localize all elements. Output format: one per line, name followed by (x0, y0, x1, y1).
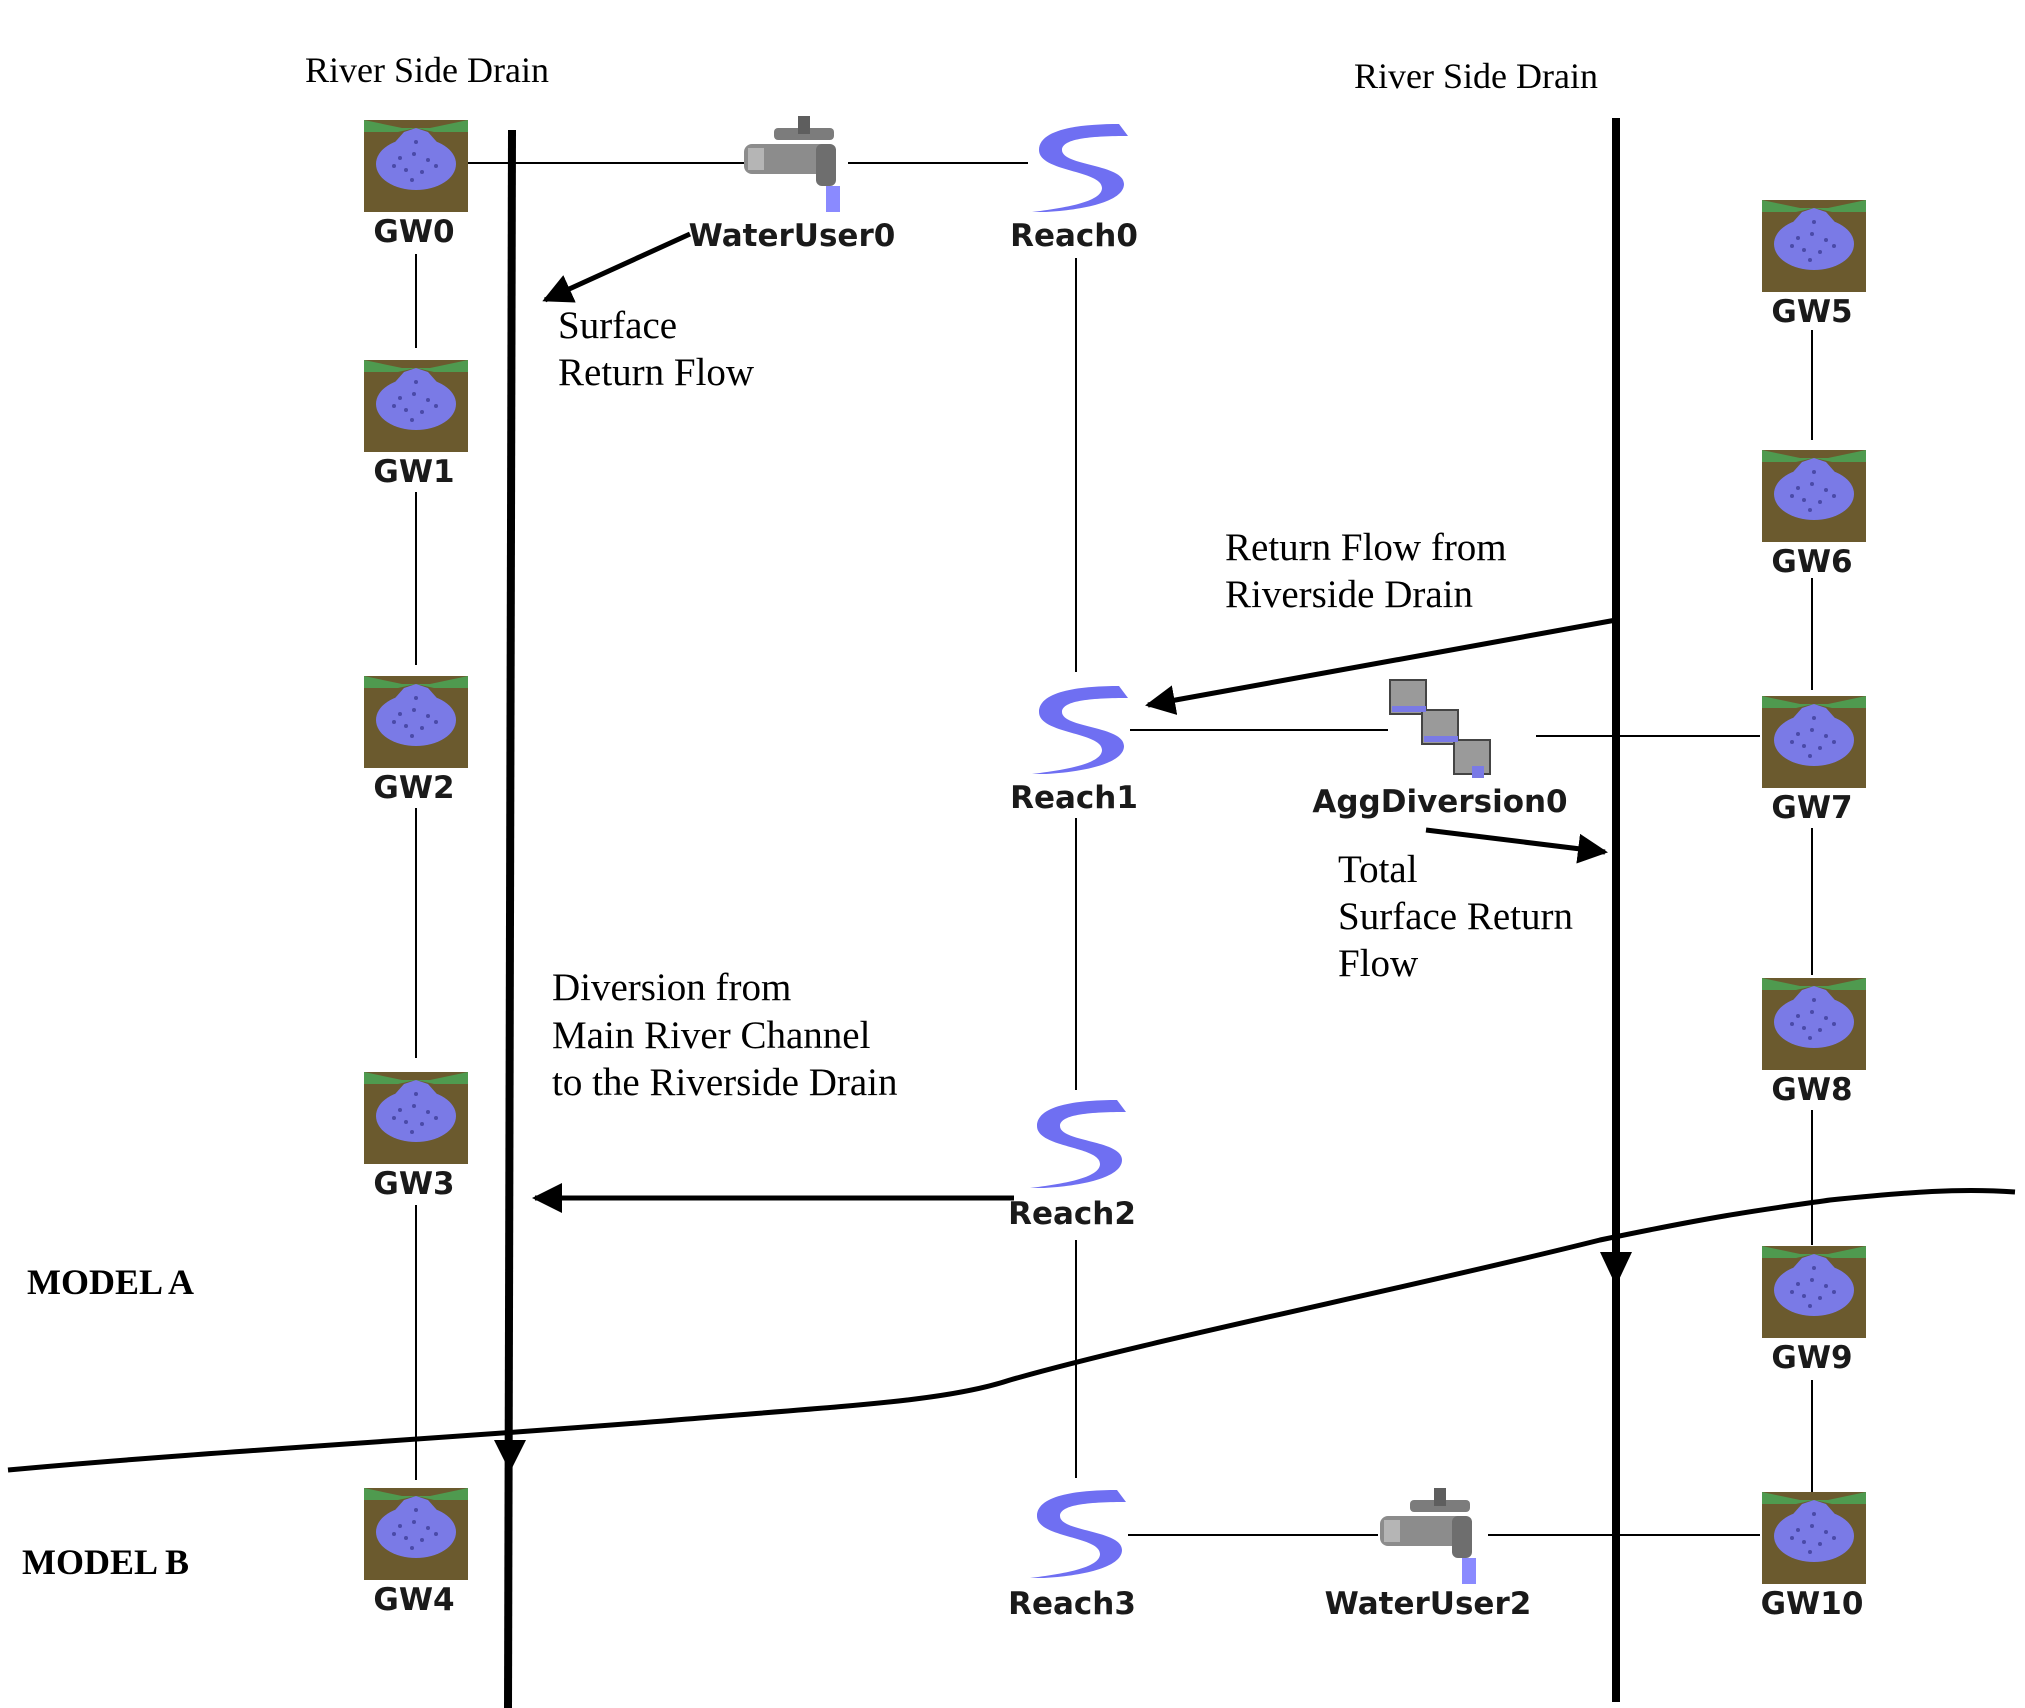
total-surface-return-label: Total Surface Return Flow (1338, 848, 1573, 985)
water-user-node[interactable]: WaterUser2 (1325, 1488, 1532, 1622)
groundwater-storage-icon (364, 1488, 468, 1580)
right-drain-title: River Side Drain (1354, 56, 1598, 96)
groundwater-node[interactable]: GW3 (364, 1072, 468, 1202)
model-b-label: MODEL B (22, 1542, 189, 1582)
svg-text:GW0: GW0 (373, 214, 454, 250)
svg-text:Reach3: Reach3 (1008, 1586, 1136, 1622)
agg-diversion-node[interactable]: AggDiversion0 (1312, 679, 1568, 820)
svg-text:Total: Total (1338, 848, 1418, 891)
svg-text:Surface Return: Surface Return (1338, 895, 1573, 938)
left-drain-arrow (494, 1440, 526, 1472)
groundwater-storage-icon (1762, 200, 1866, 292)
svg-text:GW7: GW7 (1771, 790, 1852, 826)
svg-text:GW9: GW9 (1771, 1340, 1852, 1376)
groundwater-storage-icon (1762, 450, 1866, 542)
groundwater-storage-icon (1762, 696, 1866, 788)
river-reach-icon (1032, 124, 1128, 212)
svg-text:Reach0: Reach0 (1010, 218, 1138, 254)
svg-text:Reach1: Reach1 (1010, 780, 1138, 816)
water-user-node[interactable]: WaterUser0 (689, 116, 896, 254)
groundwater-node[interactable]: GW7 (1762, 696, 1866, 826)
svg-text:Flow: Flow (1338, 942, 1418, 985)
svg-text:Return Flow: Return Flow (558, 351, 754, 394)
svg-text:GW6: GW6 (1771, 544, 1852, 580)
return-flow-drain-arrow (1145, 617, 1617, 715)
groundwater-storage-icon (364, 1072, 468, 1164)
left-drain-title: River Side Drain (305, 50, 549, 90)
right-drain-arrow (1600, 1252, 1632, 1286)
groundwater-node[interactable]: GW9 (1762, 1246, 1866, 1376)
groundwater-storage-icon (364, 360, 468, 452)
svg-text:WaterUser0: WaterUser0 (689, 218, 896, 254)
groundwater-node[interactable]: GW2 (364, 676, 468, 806)
svg-text:GW4: GW4 (373, 1582, 454, 1618)
total-surface-return-arrow (1425, 827, 1608, 864)
svg-text:Return Flow from: Return Flow from (1225, 526, 1507, 569)
svg-text:GW10: GW10 (1761, 1586, 1864, 1622)
model-boundary-line (7, 1187, 2016, 1473)
reach-node[interactable]: Reach0 (1010, 124, 1138, 254)
surface-return-flow-label: Surface Return Flow (558, 304, 754, 394)
groundwater-node[interactable]: GW5 (1762, 200, 1866, 330)
groundwater-node[interactable]: GW10 (1761, 1492, 1866, 1622)
svg-text:GW3: GW3 (373, 1166, 454, 1202)
groundwater-storage-icon (364, 120, 468, 212)
groundwater-node[interactable]: GW6 (1762, 450, 1866, 580)
svg-text:AggDiversion0: AggDiversion0 (1312, 784, 1567, 820)
svg-text:Reach2: Reach2 (1008, 1196, 1136, 1232)
svg-text:GW5: GW5 (1771, 294, 1852, 330)
model-a-label: MODEL A (27, 1262, 194, 1302)
groundwater-node[interactable]: GW4 (364, 1488, 468, 1618)
reach-node[interactable]: Reach2 (1008, 1100, 1136, 1232)
groundwater-storage-icon (1762, 1492, 1866, 1584)
svg-text:GW8: GW8 (1771, 1072, 1852, 1108)
groundwater-node[interactable]: GW0 (364, 120, 468, 250)
reach-node[interactable]: Reach1 (1010, 686, 1138, 816)
reach-node[interactable]: Reach3 (1008, 1490, 1136, 1622)
groundwater-storage-icon (1762, 978, 1866, 1070)
aggregate-diversion-icon (1389, 679, 1491, 779)
svg-text:Riverside Drain: Riverside Drain (1225, 573, 1473, 616)
surface-return-flow-arrow (542, 231, 692, 303)
svg-text:to the Riverside Drain: to the Riverside Drain (552, 1061, 898, 1104)
groundwater-storage-icon (1762, 1246, 1866, 1338)
svg-text:Main River Channel: Main River Channel (552, 1014, 871, 1057)
groundwater-storage-icon (364, 676, 468, 768)
groundwater-node[interactable]: GW1 (364, 360, 468, 490)
svg-text:GW2: GW2 (373, 770, 454, 806)
river-reach-icon (1030, 1490, 1126, 1578)
river-reach-icon (1030, 1100, 1126, 1188)
svg-text:GW1: GW1 (373, 454, 454, 490)
faucet-icon (744, 116, 840, 212)
diversion-main-channel-label: Diversion from Main River Channel to the… (552, 966, 898, 1104)
faucet-icon (1380, 1488, 1476, 1584)
svg-text:Surface: Surface (558, 304, 677, 347)
svg-text:WaterUser2: WaterUser2 (1325, 1586, 1532, 1622)
svg-text:Diversion from: Diversion from (552, 966, 791, 1009)
return-flow-drain-label: Return Flow from Riverside Drain (1225, 526, 1507, 616)
river-reach-icon (1032, 686, 1128, 774)
groundwater-node[interactable]: GW8 (1762, 978, 1866, 1108)
